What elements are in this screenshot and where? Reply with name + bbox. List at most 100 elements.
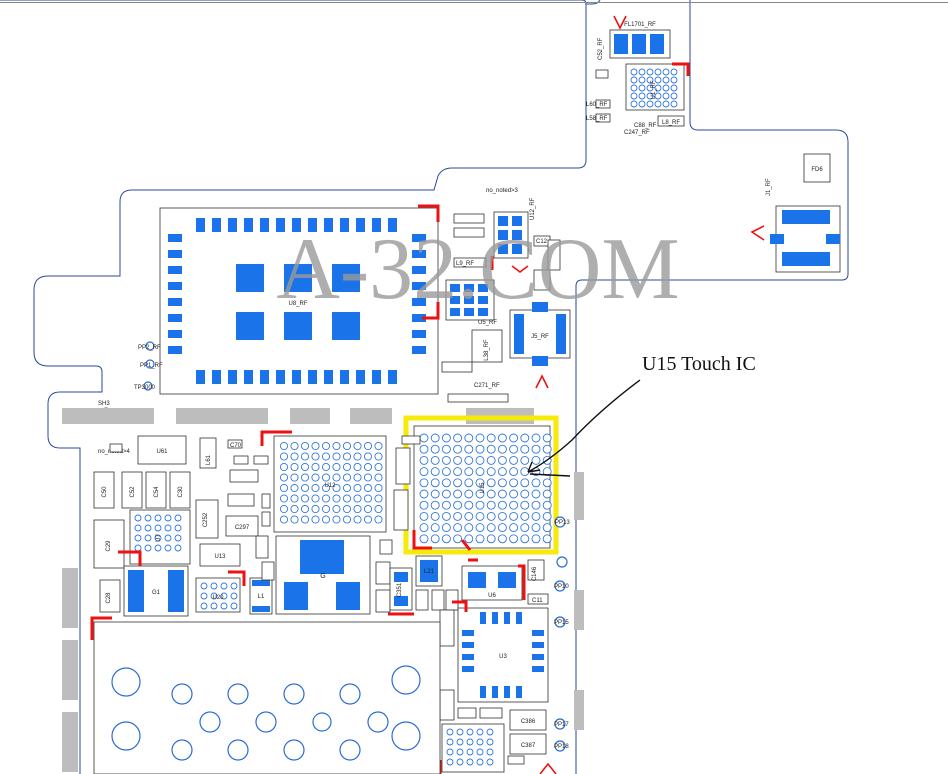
bga-ball: [321, 494, 331, 503]
bga-ball: [486, 534, 496, 544]
c12-label: C12: [536, 239, 548, 245]
bga-ball: [279, 494, 289, 503]
bga-ball: [486, 489, 496, 499]
bga-ball: [542, 444, 552, 454]
bga-ball: [464, 433, 474, 443]
bga-ball: [374, 494, 383, 503]
bga-ball: [374, 504, 383, 514]
fd6-label: FD6: [811, 167, 823, 173]
bga-ball: [509, 500, 519, 510]
bga-ball: [419, 444, 429, 454]
small-cap: [261, 493, 271, 509]
bga-ball: [332, 473, 341, 482]
bga-ball: [290, 515, 299, 524]
bga-ball: [464, 523, 474, 533]
bga-ball: [464, 534, 474, 544]
bga-ball: [464, 478, 474, 488]
u1-rf-label: U1_RF: [651, 80, 657, 99]
bga-ball: [363, 473, 373, 482]
bga-ball: [311, 441, 320, 451]
bga-ball: [332, 515, 341, 524]
bga-ball: [363, 504, 373, 514]
pp1-label: PP1_RF: [140, 363, 163, 369]
u15-highlight-box: [403, 415, 559, 555]
small-cap: [253, 455, 269, 465]
bga-ball: [290, 473, 299, 482]
red-corner-mark: [118, 550, 142, 566]
bga-ball: [353, 504, 362, 514]
bga-ball: [300, 483, 310, 493]
u3-pads: [462, 612, 544, 698]
bga-ball: [419, 467, 429, 477]
c30-label: C30: [178, 486, 184, 498]
tp3000-label: TP3000: [134, 385, 156, 391]
bga-ball: [497, 534, 507, 544]
small-cap: [479, 707, 503, 719]
annotation-text: U15 Touch IC: [642, 353, 756, 375]
c297-label: C297: [235, 525, 250, 531]
bga-ball: [321, 462, 331, 472]
c29-label: C29: [106, 540, 112, 552]
bga-ball: [353, 441, 362, 451]
red-marker-v: [511, 265, 529, 273]
u10-holes: [111, 665, 421, 761]
bga-ball: [419, 489, 429, 499]
c52-rf: [595, 69, 609, 79]
u15-label: U15: [480, 482, 486, 494]
small-cap: [395, 447, 411, 485]
bga-ball: [321, 452, 331, 461]
bga-ball: [290, 452, 299, 461]
red-corner-mark: [672, 62, 690, 76]
small-cap: [415, 589, 429, 611]
bga-ball: [321, 515, 331, 524]
bga-ball: [419, 500, 429, 510]
bga-ball: [374, 473, 383, 482]
bga-ball: [453, 489, 463, 499]
bga-ball: [542, 523, 552, 533]
bga-ball: [332, 504, 341, 514]
bga-ball: [531, 511, 541, 521]
l8-rf: [657, 115, 685, 127]
l38-rf-label: L38_RF: [484, 339, 490, 361]
bga-ball: [509, 433, 519, 443]
bga-ball: [279, 483, 289, 493]
bga-ball: [464, 455, 474, 465]
bga-ball: [475, 489, 485, 499]
bga-ball: [290, 441, 299, 451]
annotation-arrowhead: [527, 461, 571, 477]
bga-ball: [311, 452, 320, 461]
g-block-label: G: [320, 573, 325, 580]
bga-ball: [531, 489, 541, 499]
bga-ball: [321, 473, 331, 482]
pp13-testpoint: [554, 516, 566, 528]
bga-ball: [290, 462, 299, 472]
red-corner-mark: [228, 570, 246, 586]
small-cap: [93, 471, 115, 509]
bga-ball: [475, 455, 485, 465]
bga-ball: [520, 444, 530, 454]
bga-ball: [353, 483, 362, 493]
small-cap: [227, 493, 255, 507]
bga-ball: [486, 467, 496, 477]
red-corner-mark: [518, 564, 526, 600]
j5-rf-label: J5_RF: [531, 334, 549, 340]
u13-label: U13: [214, 554, 226, 560]
bga-ball: [430, 455, 440, 465]
bga-ball: [300, 441, 310, 451]
bga-ball: [430, 511, 440, 521]
bga-ball: [464, 444, 474, 454]
u7-balls: [134, 514, 182, 552]
bga-ball: [374, 483, 383, 493]
small-cap: [439, 689, 455, 721]
u12-balls: [279, 441, 383, 524]
red-marker-v: [535, 374, 549, 389]
pp15-testpoint: [554, 616, 566, 628]
small-cap: [375, 589, 391, 613]
bga-ball: [279, 462, 289, 472]
bga-ball: [290, 483, 299, 493]
u6-label: U6: [488, 593, 496, 599]
bga-ball: [374, 515, 383, 524]
bga-ball: [531, 444, 541, 454]
bga-ball: [441, 500, 451, 510]
bga-ball: [497, 455, 507, 465]
